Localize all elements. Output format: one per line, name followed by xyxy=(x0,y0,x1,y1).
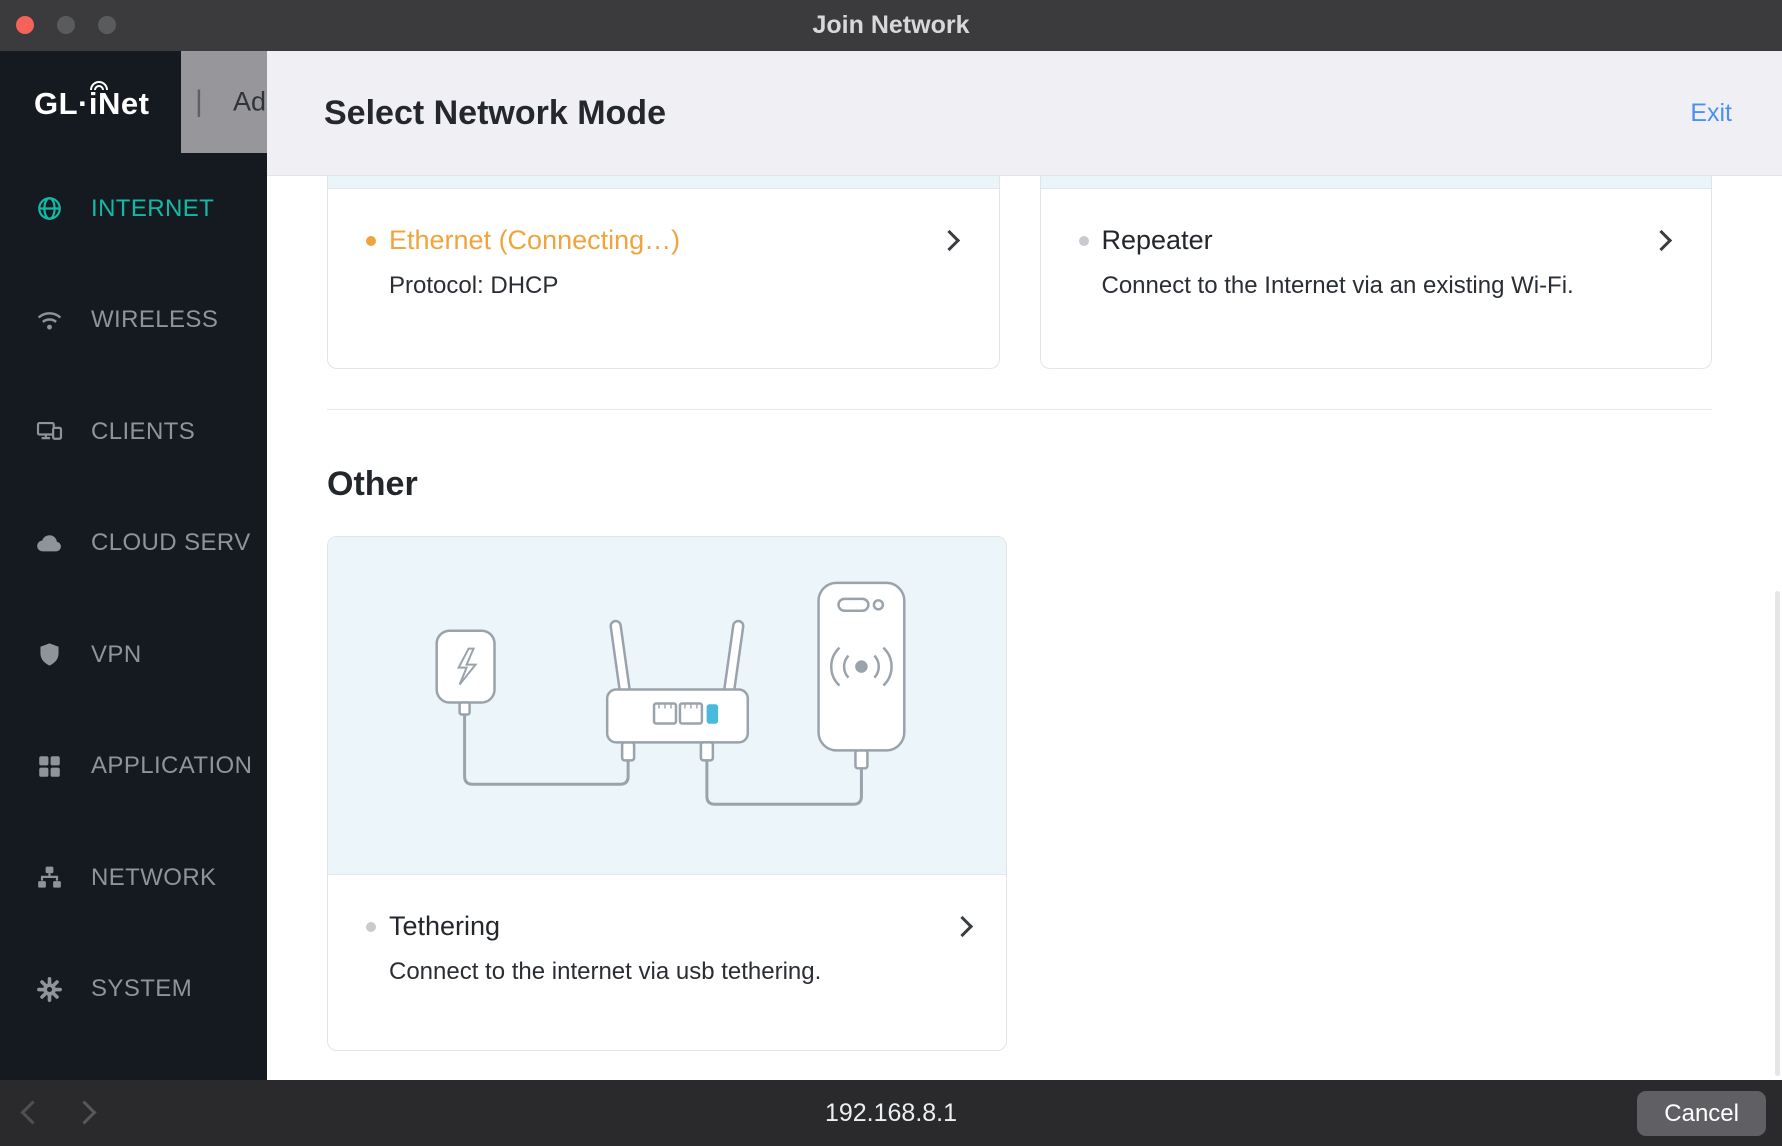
devices-icon xyxy=(34,417,64,447)
sidebar-item-label: NETWORK xyxy=(91,863,217,891)
sidebar-menu: INTERNET WIRELESS CLIENTS CLOUD SERV xyxy=(0,153,267,1045)
dialog-body: Ethernet (Connecting…) Protocol: DHCP Re… xyxy=(267,176,1782,1079)
other-section-heading: Other xyxy=(327,465,418,503)
exit-link[interactable]: Exit xyxy=(1690,98,1732,127)
admin-header-fragment: Ad xyxy=(233,86,267,117)
tethering-card[interactable]: Tethering Connect to the internet via us… xyxy=(327,536,1007,1051)
repeater-card[interactable]: Repeater Connect to the Internet via an … xyxy=(1039,176,1712,369)
gear-icon xyxy=(34,974,64,1004)
glinet-logo: GL·iNet xyxy=(34,86,150,121)
tethering-subtitle: Connect to the internet via usb tetherin… xyxy=(389,958,822,985)
forward-button[interactable] xyxy=(72,1100,97,1125)
network-mode-dialog: Select Network Mode Exit Ethernet (Conne… xyxy=(267,51,1782,1080)
repeater-subtitle: Connect to the Internet via an existing … xyxy=(1101,272,1574,299)
ethernet-status-dot xyxy=(366,235,376,246)
sidebar-item-wireless[interactable]: WIRELESS xyxy=(0,265,267,377)
scrollbar-thumb[interactable] xyxy=(1775,591,1780,1076)
address-text: 192.168.8.1 xyxy=(824,1099,958,1127)
sidebar-item-internet[interactable]: INTERNET xyxy=(0,153,267,265)
window-titlebar: Join Network xyxy=(0,0,1782,51)
shield-icon xyxy=(34,640,64,670)
ethernet-title: Ethernet (Connecting…) xyxy=(389,225,681,255)
repeater-status-dot xyxy=(1078,235,1089,246)
sidebar-item-label: VPN xyxy=(91,640,142,668)
sidebar-item-vpn[interactable]: VPN xyxy=(0,599,267,711)
sidebar-logo-row: GL·iNet | Ad xyxy=(0,51,267,153)
sidebar-item-label: CLOUD SERV xyxy=(91,529,251,557)
sidebar-item-system[interactable]: SYSTEM xyxy=(0,934,267,1046)
wifi-icon xyxy=(34,305,64,335)
ethernet-card-image xyxy=(328,176,999,189)
window-close-button[interactable] xyxy=(16,16,34,34)
cancel-button[interactable]: Cancel xyxy=(1637,1091,1766,1136)
header-separator: | xyxy=(195,85,203,118)
mode-cards-row: Ethernet (Connecting…) Protocol: DHCP Re… xyxy=(327,176,1712,369)
window-title: Join Network xyxy=(812,11,970,39)
sidebar-item-label: CLIENTS xyxy=(91,417,196,445)
tethering-title: Tethering xyxy=(389,911,501,941)
sidebar-item-clients[interactable]: CLIENTS xyxy=(0,376,267,488)
repeater-card-image xyxy=(1040,176,1711,189)
tethering-status-dot xyxy=(366,921,376,932)
dialog-title: Select Network Mode xyxy=(324,93,666,132)
repeater-title: Repeater xyxy=(1101,225,1213,255)
globe-icon xyxy=(34,194,64,224)
window-minimize-button[interactable] xyxy=(57,16,75,34)
antenna-arc-icon xyxy=(90,81,108,91)
sidebar-item-label: WIRELESS xyxy=(91,306,219,334)
sidebar-item-label: APPLICATION xyxy=(91,752,253,780)
dialog-header: Select Network Mode Exit xyxy=(267,51,1782,176)
sidebar-item-applications[interactable]: APPLICATION xyxy=(0,711,267,823)
tethering-illustration xyxy=(328,537,1006,875)
sidebar-item-label: SYSTEM xyxy=(91,975,193,1003)
ethernet-subtitle: Protocol: DHCP xyxy=(389,272,559,299)
sidebar-item-label: INTERNET xyxy=(91,194,215,222)
ethernet-card[interactable]: Ethernet (Connecting…) Protocol: DHCP xyxy=(327,176,1000,369)
sidebar: GL·iNet | Ad INTERNET WIRELESS xyxy=(0,51,267,1080)
sidebar-item-cloud-services[interactable]: CLOUD SERV xyxy=(0,488,267,600)
cloud-icon xyxy=(34,528,64,558)
topology-icon xyxy=(34,863,64,893)
bottom-toolbar: 192.168.8.1 Cancel xyxy=(0,1080,1782,1146)
section-divider xyxy=(327,409,1712,410)
apps-grid-icon xyxy=(34,751,64,781)
back-button[interactable] xyxy=(20,1100,45,1125)
dimmed-header-fragment: | Ad xyxy=(181,51,267,153)
sidebar-item-network[interactable]: NETWORK xyxy=(0,822,267,934)
window-zoom-button[interactable] xyxy=(98,16,116,34)
